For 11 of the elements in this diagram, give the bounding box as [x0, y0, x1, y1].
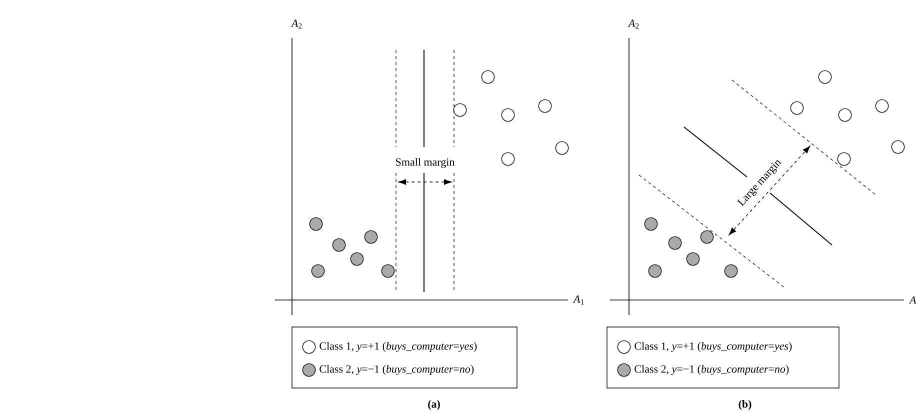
axis-label: A$_{2}$: [628, 20, 639, 28]
panel-label: (a): [428, 400, 440, 410]
legend-label: Class 2, y=−1 (buys_computer=no): [634, 365, 789, 375]
legend-label: Class 1, y=+1 (buys_computer=yes): [634, 342, 792, 352]
legend-label: Class 2, y=−1 (buys_computer=no): [320, 365, 474, 375]
margin-label: Small margin: [394, 157, 456, 169]
axis-label: A: [908, 296, 916, 304]
axis-label: A$_{1}$: [572, 296, 584, 304]
panel-label: (b): [738, 400, 752, 410]
axis-label: A$_{2}$: [290, 20, 302, 28]
legend-label: Class 1, y=+1 (buys_computer=yes): [320, 342, 477, 352]
